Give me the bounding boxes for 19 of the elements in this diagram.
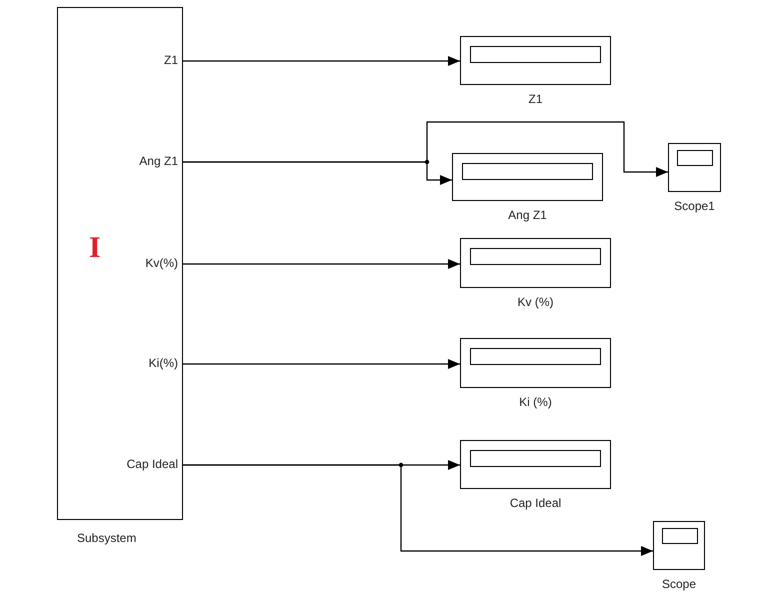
block-name: Kv (%) bbox=[518, 296, 554, 308]
port-label: Ki(%) bbox=[148, 357, 178, 369]
port-label: Cap Ideal bbox=[126, 458, 178, 470]
signal-line bbox=[183, 56, 460, 66]
block-mark: I bbox=[89, 233, 101, 263]
port-label: Ang Z1 bbox=[139, 155, 178, 167]
signal-line bbox=[183, 121, 668, 177]
port-label: Kv(%) bbox=[145, 257, 178, 269]
port-label: Z1 bbox=[164, 54, 178, 66]
block-name: Scope1 bbox=[674, 200, 715, 212]
signal-line bbox=[183, 259, 460, 269]
signal-line bbox=[183, 359, 460, 369]
signal-line bbox=[183, 464, 653, 556]
block-name: Cap Ideal bbox=[510, 497, 562, 509]
block-name: Ki (%) bbox=[519, 396, 552, 408]
block-name: Subsystem bbox=[77, 532, 136, 544]
block-name: Z1 bbox=[528, 93, 542, 105]
block-name: Scope bbox=[662, 578, 696, 590]
block-name: Ang Z1 bbox=[508, 209, 547, 221]
